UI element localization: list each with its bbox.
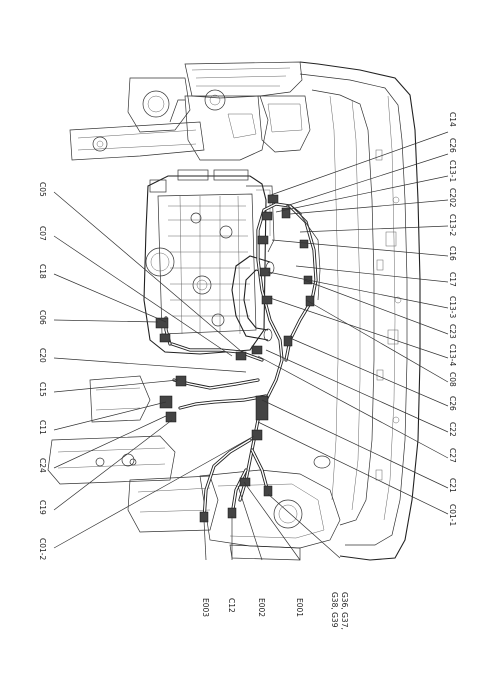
leader-lines [257, 131, 449, 515]
label-e001: E001 [295, 598, 304, 617]
label-c08: C08 [448, 372, 457, 387]
label-c01-2: C01-2 [38, 538, 47, 560]
label-c19: C19 [38, 500, 47, 515]
label-c13-2: C13-2 [448, 214, 457, 236]
label-c202: C202 [448, 188, 457, 208]
label-c26-b: C26 [448, 396, 457, 411]
label-g36-g37: G36, G37, [340, 592, 349, 630]
label-c12: C12 [227, 598, 236, 613]
label-c13-4: C13-4 [448, 344, 457, 366]
labels-bottom: E003 C12 E002 E001 G36, G37, G38, G39 [201, 592, 349, 630]
label-c06: C06 [38, 310, 47, 325]
label-c16: C16 [448, 246, 457, 261]
label-c05: C05 [38, 182, 47, 197]
label-e003: E003 [201, 598, 210, 617]
label-c01-1: C01-1 [448, 504, 457, 526]
label-e002: E002 [257, 598, 266, 617]
label-c24: C24 [38, 458, 47, 473]
leader-lines-bottom [203, 481, 341, 561]
label-c15: C15 [38, 382, 47, 397]
label-c23: C23 [448, 324, 457, 339]
label-c27: C27 [448, 448, 457, 463]
vehicle-frame [47, 61, 421, 561]
label-g38-g39: G38, G39 [330, 592, 339, 628]
label-c22: C22 [448, 422, 457, 437]
connectors [129, 194, 315, 523]
label-c21: C21 [448, 478, 457, 493]
leader-lines-left [53, 191, 255, 549]
labels-left: C05 C07 C18 C06 C20 C15 C11 C24 C19 C01-… [38, 182, 47, 560]
label-c18: C18 [38, 264, 47, 279]
label-c26: C26 [448, 138, 457, 153]
label-c13-1: C13-1 [448, 160, 457, 182]
label-c20: C20 [38, 348, 47, 363]
label-c11: C11 [38, 420, 47, 435]
label-c07: C07 [38, 226, 47, 241]
labels-right: C14 C26 C13-1 C202 C13-2 C16 C17 C13-3 C… [448, 112, 457, 526]
label-c13-3: C13-3 [448, 296, 457, 318]
engine-block [143, 169, 275, 355]
label-c14: C14 [448, 112, 457, 127]
label-c17: C17 [448, 272, 457, 287]
